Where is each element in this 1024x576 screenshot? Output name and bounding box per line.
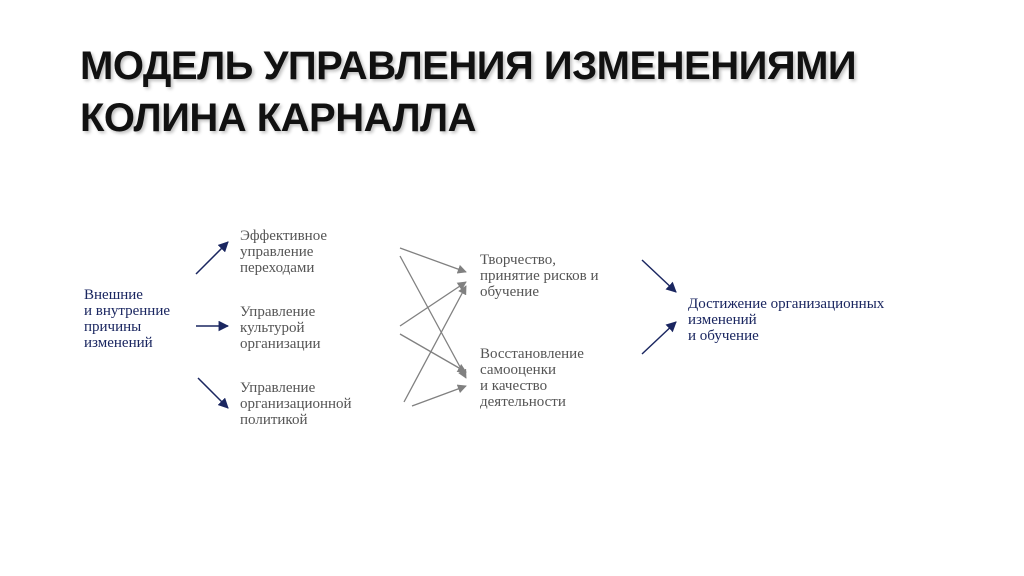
culture-line-1: Управление [240,304,316,320]
node-transitions: Эффективное управление переходами [240,228,327,276]
title-line-2: КОЛИНА КАРНАЛЛА [80,96,477,140]
node-politics: Управление организационной политикой [240,380,352,428]
result-line-1: Достижение организационных [688,296,885,312]
title-line-1: МОДЕЛЬ УПРАВЛЕНИЯ ИЗМЕНЕНИЯМИ [80,44,857,88]
causes-line-1: Внешние [84,287,143,303]
causes-line-4: изменений [84,335,153,351]
transitions-line-2: управление [240,244,314,260]
culture-line-2: культурой [240,320,305,336]
politics-line-3: политикой [240,412,308,428]
politics-line-2: организационной [240,396,352,412]
node-creativity: Творчество, принятие рисков и обучение [480,252,599,300]
arrow-left-bottom-to-creativity [403,285,467,403]
node-recovery: Восстановление самооценки и качество дея… [480,346,584,410]
transitions-line-1: Эффективное [240,228,328,244]
node-result: Достижение организационных изменений и о… [688,296,884,344]
politics-line-1: Управление [240,380,316,396]
result-line-3: и обучение [688,328,759,344]
result-line-2: изменений [688,312,757,328]
causes-line-3: причины [84,319,142,335]
arrow-left-top-to-recovery [399,255,467,379]
arrow-left-bottom-to-recovery [411,384,467,407]
arrow-creativity-to-result [641,259,677,293]
arrow-causes-to-transitions [195,241,229,275]
node-causes: Внешние и внутренние причины изменений [84,287,170,351]
recovery-line-4: деятельности [480,394,566,410]
causes-line-2: и внутренние [84,303,171,319]
slide-title: МОДЕЛЬ УПРАВЛЕНИЯ ИЗМЕНЕНИЯМИ КОЛИНА КАР… [80,40,980,144]
arrow-left-top-to-creativity [399,247,467,274]
arrow-left-mid-to-creativity [399,281,467,327]
recovery-line-1: Восстановление [480,346,584,362]
culture-line-3: организации [240,336,321,352]
creativity-line-1: Творчество, [480,252,557,268]
node-culture: Управление культурой организации [240,304,321,352]
arrow-causes-to-politics [197,377,229,409]
creativity-line-3: обучение [480,284,539,300]
arrow-recovery-to-result [641,321,677,355]
recovery-line-2: самооценки [480,362,557,378]
transitions-line-3: переходами [240,260,315,276]
creativity-line-2: принятие рисков и [480,268,599,284]
recovery-line-3: и качество [480,378,548,394]
arrow-left-mid-to-recovery [399,333,467,373]
